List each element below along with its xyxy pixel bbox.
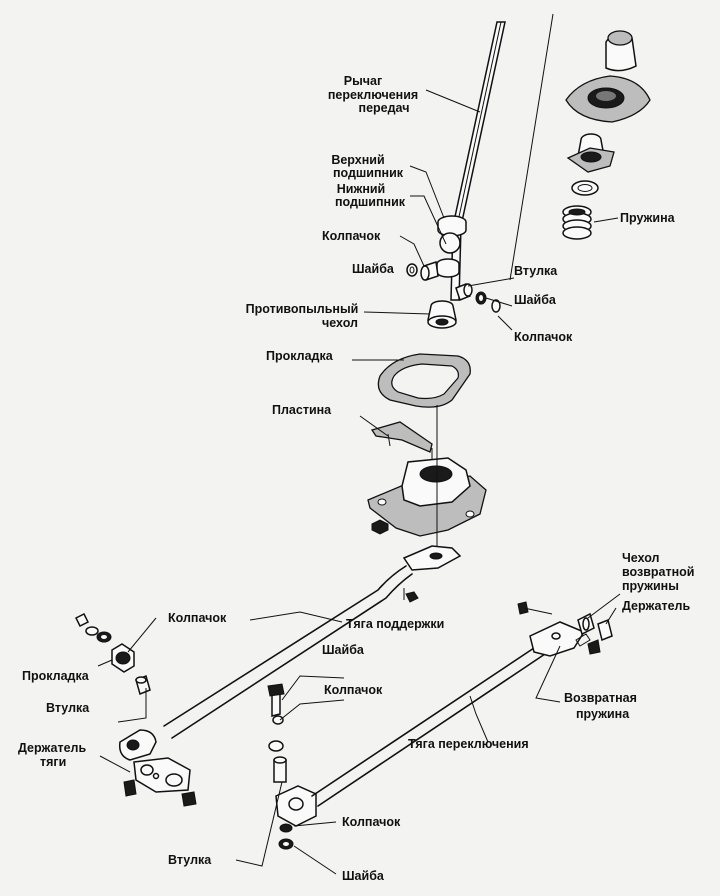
label-cap-left: Колпачок	[168, 611, 227, 625]
washer-left-part	[406, 263, 418, 277]
dust-boot-part	[427, 300, 457, 329]
cap-top-part	[420, 261, 439, 281]
label-support-rod: Тяга поддержки	[346, 617, 444, 631]
support-rod-part	[118, 545, 462, 761]
bushing-left-part	[135, 674, 151, 696]
shift-lever	[450, 21, 506, 301]
label-cap-bottom: Колпачок	[342, 815, 401, 829]
label-return-spring-2: пружина	[576, 707, 630, 721]
washer-right-part	[475, 291, 487, 305]
label-upper-bearing-1: Верхний	[331, 153, 384, 167]
label-cap-right: Колпачок	[514, 330, 573, 344]
bushing-right-part	[455, 283, 473, 301]
label-cap-top: Колпачок	[322, 229, 381, 243]
label-plate: Пластина	[272, 403, 332, 417]
gasket-top-part	[377, 353, 471, 408]
assembly-axis-line	[509, 13, 554, 281]
shift-rod-part	[275, 621, 586, 827]
label-return-spring-1: Возвратная	[564, 691, 637, 705]
shift-housing	[367, 457, 487, 537]
label-lower-bearing-2: подшипник	[335, 195, 406, 209]
label-bushing-right: Втулка	[514, 264, 558, 278]
label-return-spring-cover-1: Чехол	[622, 551, 660, 565]
spring-ring	[571, 180, 599, 196]
label-shift-rod: Тяга переключения	[408, 737, 529, 751]
label-rod-holder-1: Держатель	[18, 741, 86, 755]
label-return-spring-cover-2: возвратной	[622, 565, 694, 579]
label-cap-mid: Колпачок	[324, 683, 383, 697]
labels: Рычаг переключения передач Верхний подши…	[18, 74, 694, 883]
label-holder-right: Держатель	[622, 599, 690, 613]
cap-right-part	[491, 299, 501, 313]
boot-holder	[566, 133, 615, 173]
label-gasket-left: Прокладка	[22, 669, 90, 683]
plate-part	[370, 421, 433, 462]
label-return-spring-cover-3: пружины	[622, 579, 679, 593]
label-washer-bottom: Шайба	[342, 869, 385, 883]
label-lever-2: переключения	[328, 88, 418, 102]
spring-part	[562, 205, 592, 240]
label-bushing-bottom: Втулка	[168, 853, 212, 867]
label-dust-boot-1: Противопыльный	[246, 302, 359, 316]
shift-rod-bottom-stack	[278, 823, 294, 850]
label-lever-3: передач	[359, 101, 410, 115]
shift-boot	[565, 75, 651, 123]
label-washer-left: Шайба	[352, 262, 395, 276]
rod-holder-part	[123, 757, 197, 807]
label-washer-right: Шайба	[514, 293, 557, 307]
left-bushing-leader	[117, 688, 147, 723]
label-upper-bearing-2: подшипник	[333, 166, 404, 180]
mid-stack	[267, 683, 287, 783]
support-nut	[405, 591, 419, 603]
label-dust-boot-2: чехол	[322, 316, 358, 330]
return-spring-assembly	[517, 601, 613, 655]
label-lever-1: Рычаг	[344, 74, 382, 88]
label-washer-mid: Шайба	[322, 643, 365, 657]
left-bushing-stack	[74, 612, 135, 673]
leader-lines	[97, 89, 621, 875]
label-spring: Пружина	[620, 211, 676, 225]
shift-knob	[605, 30, 637, 72]
label-bushing-left: Втулка	[46, 701, 90, 715]
label-rod-holder-2: тяги	[40, 755, 66, 769]
label-gasket-top: Прокладка	[266, 349, 334, 363]
label-lower-bearing-1: Нижний	[337, 182, 386, 196]
